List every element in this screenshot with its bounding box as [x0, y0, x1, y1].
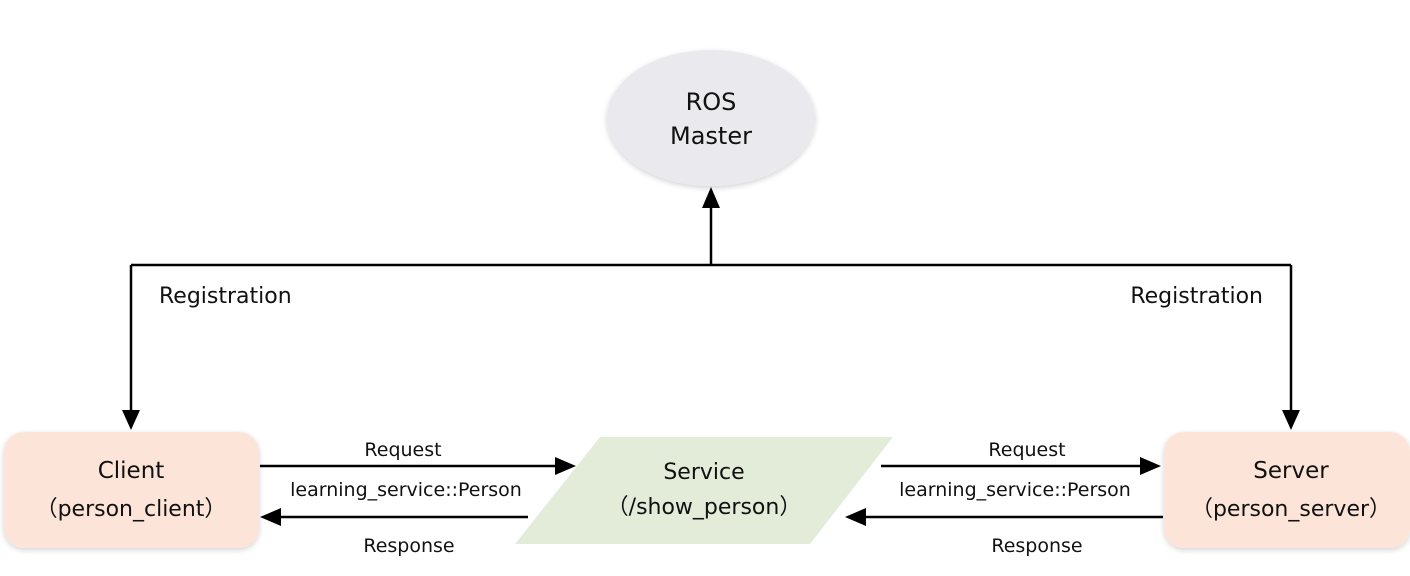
ros-master-label-line2: Master — [670, 122, 752, 150]
client-label-line2: （person_client） — [36, 497, 227, 522]
service-label-line2: （/show_person） — [607, 495, 802, 520]
registration-connectors — [129, 205, 1293, 413]
client-request-label: Request — [364, 439, 441, 461]
client-node: Client （person_client） — [4, 432, 259, 548]
arrowhead-to-client — [122, 410, 140, 430]
server-label-line2: （person_server） — [1191, 497, 1391, 522]
client-label-line1: Client — [98, 458, 165, 484]
service-label-line1: Service — [663, 460, 744, 485]
ros-master-node: ROS Master — [607, 50, 815, 186]
server-label-line1: Server — [1253, 458, 1329, 484]
ros-master-label-line1: ROS — [686, 88, 737, 116]
registration-left-label: Registration — [159, 284, 292, 309]
ros-master-shape — [607, 50, 815, 186]
server-response-arrowhead — [845, 508, 866, 526]
registration-right-label: Registration — [1130, 284, 1263, 309]
client-service-arrows — [260, 457, 576, 526]
server-request-label: Request — [988, 439, 1065, 461]
server-response-label: Response — [991, 535, 1082, 557]
client-response-label: Response — [363, 535, 454, 557]
server-type-label: learning_service::Person — [899, 479, 1131, 501]
server-request-arrowhead — [1140, 457, 1161, 475]
server-node: Server （person_server） — [1164, 432, 1410, 548]
client-type-label: learning_service::Person — [290, 479, 522, 501]
service-node: Service （/show_person） — [515, 437, 893, 544]
service-server-arrows — [845, 457, 1163, 526]
server-shape — [1164, 432, 1410, 548]
client-shape — [4, 432, 259, 548]
arrowhead-to-server — [1282, 410, 1300, 430]
arrowhead-to-master — [702, 187, 720, 208]
client-request-arrowhead — [555, 457, 576, 475]
client-response-arrowhead — [260, 508, 281, 526]
service-shape — [515, 437, 893, 544]
